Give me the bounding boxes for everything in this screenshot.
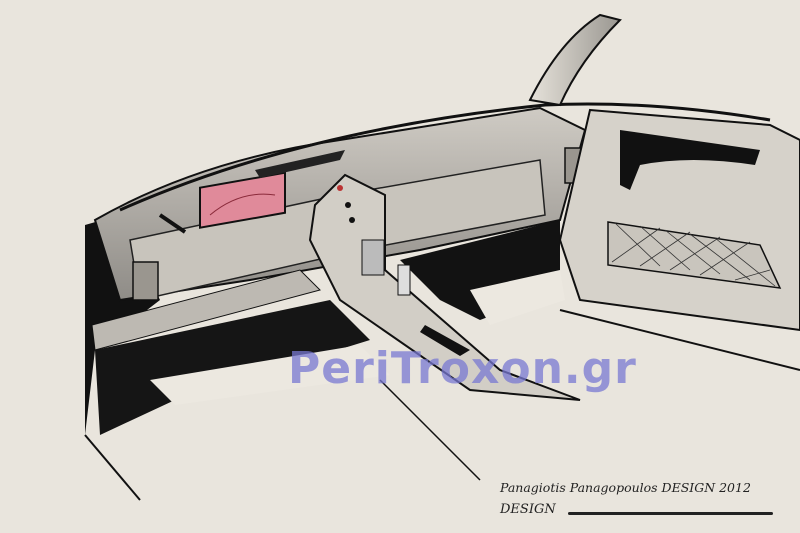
floor-line xyxy=(379,379,481,481)
floor-line xyxy=(84,434,141,501)
console-knob xyxy=(349,217,355,223)
console-button-panel xyxy=(361,239,385,276)
signature-line-2: DESIGN xyxy=(500,502,556,517)
right-floor-light xyxy=(470,270,565,325)
signature-line-1: Panagiotis Panagopoulos DESIGN 2012 xyxy=(500,480,751,495)
instrument-display xyxy=(199,171,286,229)
center-console xyxy=(308,173,581,401)
display-arc xyxy=(209,193,276,216)
floor-light xyxy=(150,345,390,405)
watermark: PeriTroxon.gr xyxy=(288,343,637,394)
signature-underline xyxy=(568,512,773,515)
speaker-grille xyxy=(607,221,782,289)
a-pillar xyxy=(528,13,622,107)
console-knob xyxy=(337,185,343,191)
steering-line xyxy=(158,213,187,234)
left-lower-shelf xyxy=(91,269,321,351)
console-knob xyxy=(345,202,351,208)
door-handle-recess xyxy=(620,130,760,190)
armrest-slot xyxy=(420,325,470,356)
gear-lever xyxy=(397,264,411,296)
left-vent xyxy=(132,261,159,301)
center-vent xyxy=(255,150,345,178)
speaker-grille-mesh xyxy=(611,222,776,287)
windshield-edge xyxy=(119,102,771,212)
floor-line xyxy=(559,309,800,371)
